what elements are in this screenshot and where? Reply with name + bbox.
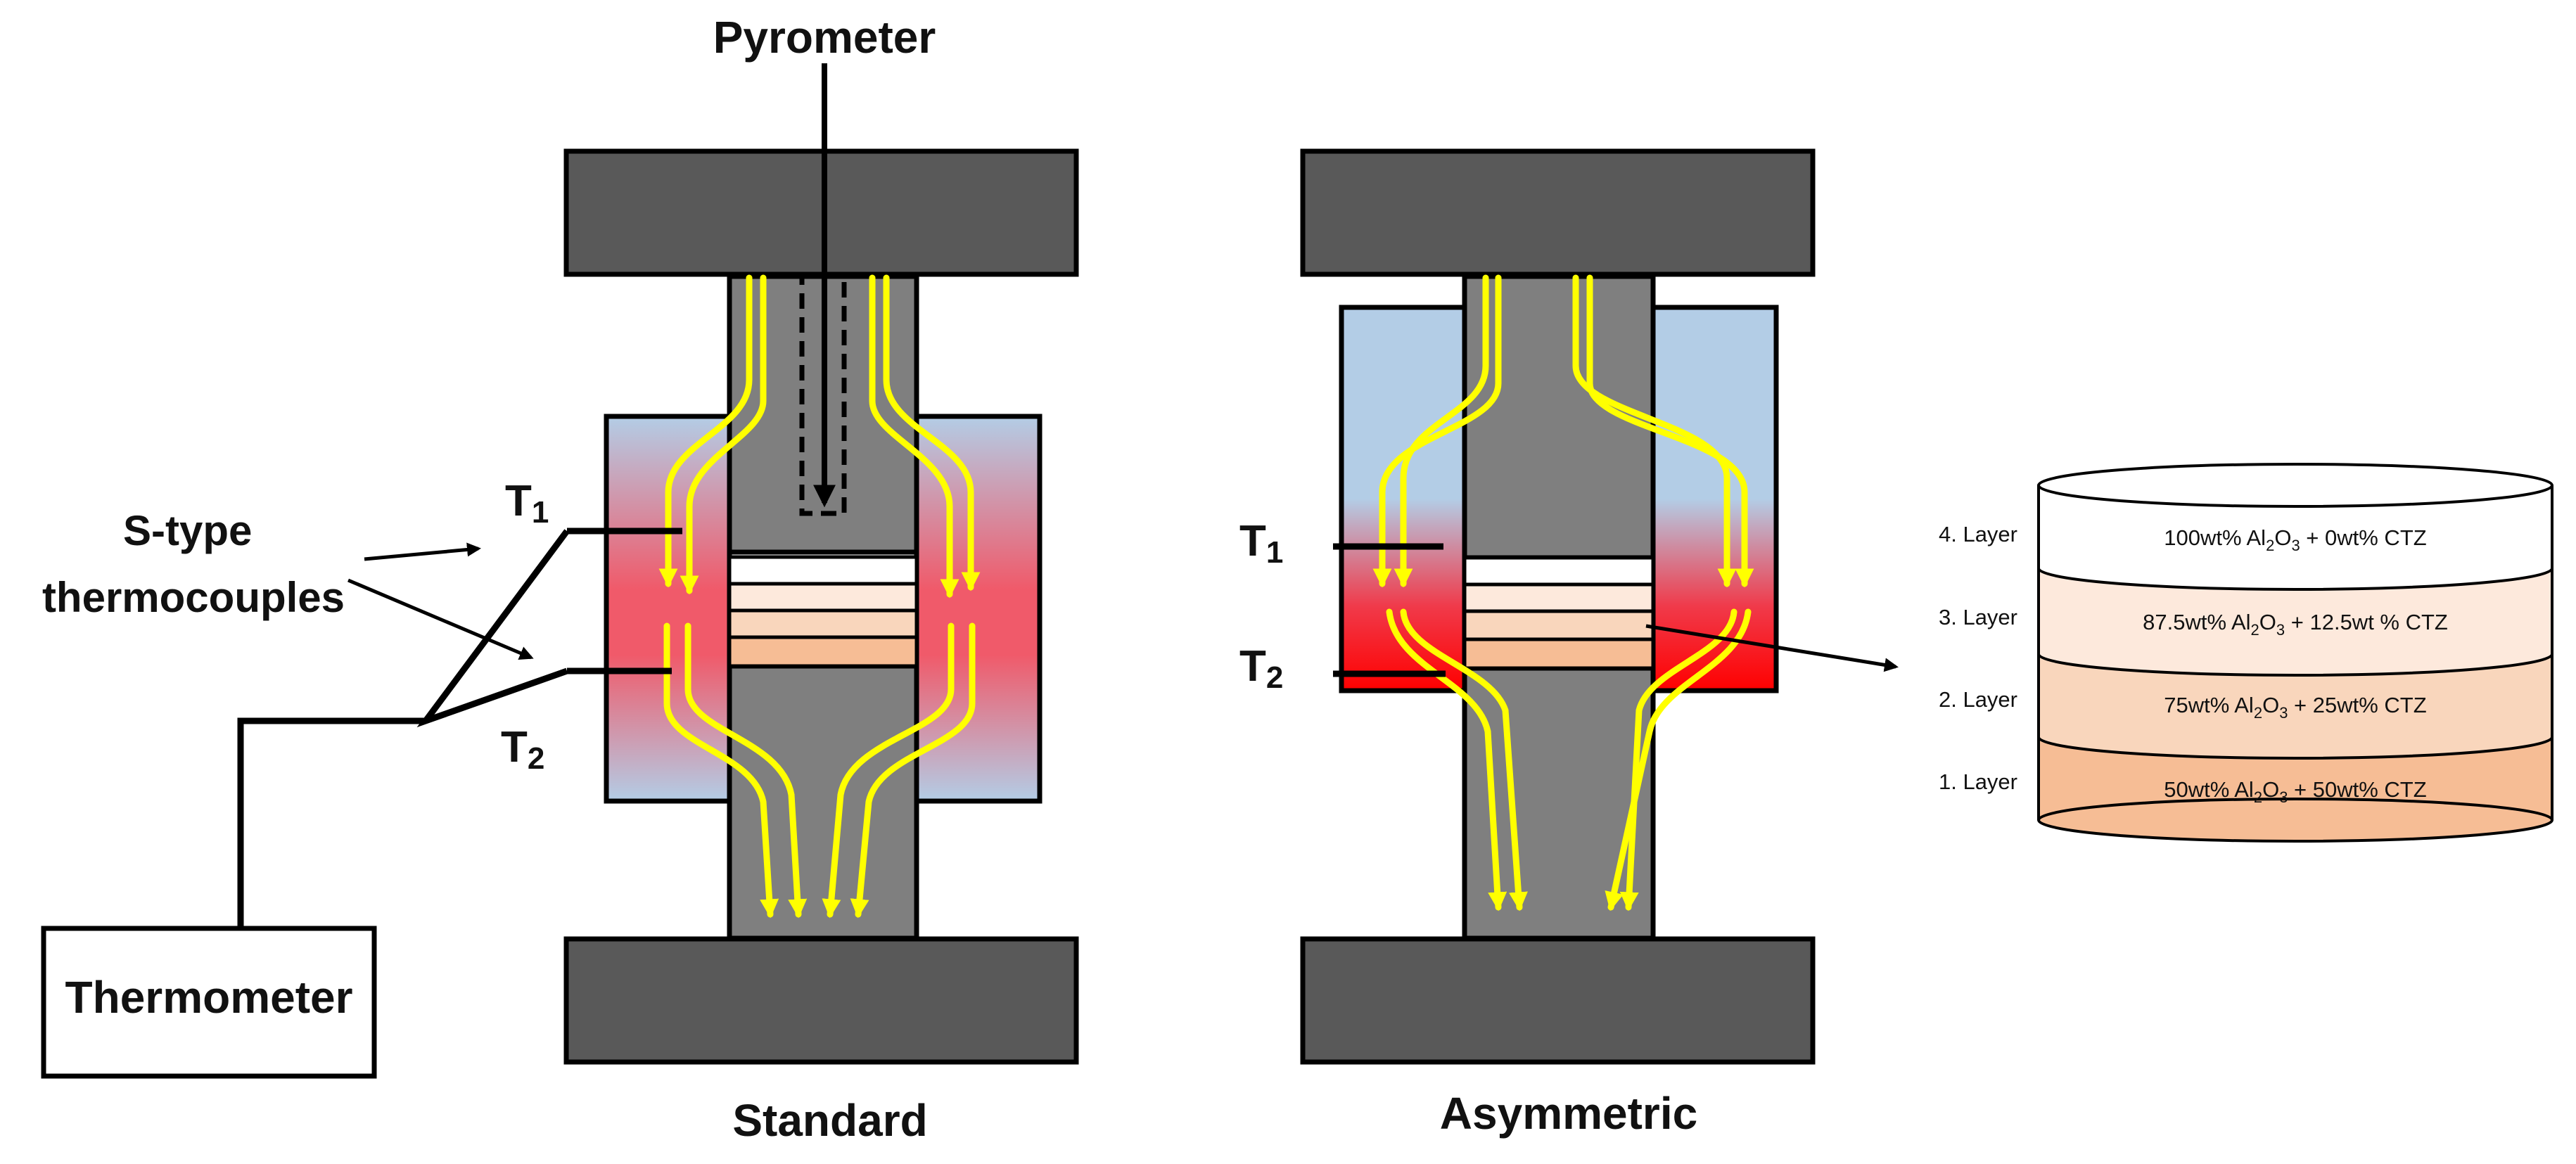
die-left xyxy=(604,414,732,804)
layer-3-composition: 87.5wt% Al2O3 + 12.5wt % CTZ xyxy=(2143,610,2448,639)
layer-4-composition: 100wt% Al2O3 + 0wt% CTZ xyxy=(2164,525,2426,554)
standard-setup: Pyrometer T1 T2 S-type thermocouples The… xyxy=(41,12,1079,1146)
cyl-bottom xyxy=(2037,798,2553,843)
lower-punch xyxy=(727,663,919,941)
pyrometer-borehole xyxy=(799,274,847,516)
thermometer-label: Thermometer xyxy=(65,972,353,1023)
sample-layer-2 xyxy=(727,608,919,639)
asymmetric-label: Asymmetric xyxy=(1440,1088,1697,1139)
layer-3-name: 3. Layer xyxy=(1939,605,2017,629)
pointer-to-layer-stack xyxy=(1645,624,1899,672)
sample-layer-1 xyxy=(727,635,919,668)
cyl-sep-2 xyxy=(2037,653,2553,677)
die-right-asym xyxy=(1650,305,1779,693)
thermocouple-wires xyxy=(416,529,570,728)
layer-stack-cylinder: 4. Layer 3. Layer 2. Layer 1. Layer 100w… xyxy=(1939,463,2553,843)
layer-2-composition: 75wt% Al2O3 + 25wt% CTZ xyxy=(2164,693,2426,722)
pointer-to-t2 xyxy=(347,578,534,660)
thermometer-box xyxy=(41,926,377,1079)
t2-label-asym: T2 xyxy=(1239,642,1283,695)
sample-layer-4-asym xyxy=(1462,556,1655,587)
current-flow-arrows xyxy=(658,274,981,919)
bottom-electrode xyxy=(563,936,1079,1065)
top-electrode-asym xyxy=(1300,148,1816,277)
sample-layer-1-asym xyxy=(1462,637,1655,670)
cyl-top xyxy=(2037,463,2553,508)
sample-layer-3 xyxy=(727,582,919,613)
pointer-to-t1 xyxy=(364,542,481,561)
current-flow-arrows-asym xyxy=(1372,274,1754,912)
s-type-thermocouples-label: S-type thermocouples xyxy=(42,507,345,621)
sample-layer-2-asym xyxy=(1462,609,1655,641)
cyl-sep-1 xyxy=(2037,736,2553,760)
standard-label: Standard xyxy=(732,1095,927,1146)
bottom-electrode-asym xyxy=(1300,936,1816,1065)
sample-layer-3-asym xyxy=(1462,582,1655,613)
t1-label-asym: T1 xyxy=(1239,517,1283,570)
layer-4-name: 4. Layer xyxy=(1939,522,2017,546)
layer-2-name: 2. Layer xyxy=(1939,687,2017,712)
asymmetric-setup: T1 T2 Asymmetric xyxy=(1239,148,1816,1139)
layer-1-name: 1. Layer xyxy=(1939,769,2017,794)
thermometer-cable xyxy=(237,717,426,928)
layer-1-composition: 50wt% Al2O3 + 50wt% CTZ xyxy=(2164,777,2426,806)
cyl-sep-3 xyxy=(2037,568,2553,591)
t2-label: T2 xyxy=(501,723,544,776)
pyrometer-label: Pyrometer xyxy=(713,12,936,63)
t1-label: T1 xyxy=(505,477,549,530)
sample-layer-4 xyxy=(727,555,919,586)
top-electrode xyxy=(563,148,1079,277)
